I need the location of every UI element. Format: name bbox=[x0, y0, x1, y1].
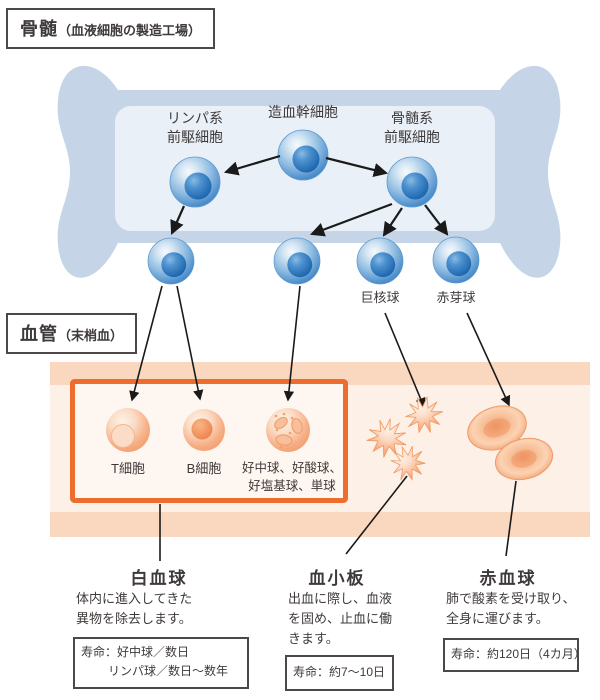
precursor-cell-1-icon bbox=[147, 237, 195, 285]
platelet-title: 血小板 bbox=[308, 569, 366, 588]
vessel-label-title: 血管 bbox=[20, 324, 58, 344]
rbc-description: 肺で酸素を受け取り、 全身に運びます。 bbox=[446, 591, 576, 626]
platelet-lifespan-box: 寿命：約7～10日 bbox=[285, 655, 394, 691]
wbc-title: 白血球 bbox=[130, 569, 188, 588]
bone-section-label: 骨髄（血液細胞の製造工場） bbox=[6, 8, 216, 49]
megakaryocyte-icon bbox=[356, 237, 404, 285]
stem-cell-label: 造血幹細胞 bbox=[268, 104, 338, 120]
megakaryocyte-label: 巨核球 bbox=[360, 290, 400, 305]
bone-label-title: 骨髄 bbox=[20, 19, 58, 39]
wbc-description: 体内に進入してきた 異物を除去します。 bbox=[76, 591, 193, 626]
legend-leader-lines bbox=[159, 475, 517, 561]
t-cell-icon bbox=[106, 408, 150, 452]
granulocytes-label: 好中球、好酸球、 好塩基球、単球 bbox=[241, 461, 342, 493]
platelet-description: 出血に際し、血液 を固め、止血に働 きます。 bbox=[288, 591, 393, 646]
myeloid-progenitor-icon bbox=[386, 156, 438, 208]
b-cell-icon bbox=[183, 409, 225, 451]
t-cell-label: T細胞 bbox=[111, 461, 145, 476]
wbc-lifespan-box: 寿命：好中球／数日 リンパ球／数日～数年 bbox=[73, 637, 249, 689]
release-arrows bbox=[129, 285, 511, 409]
precursor-cell-2-icon bbox=[273, 237, 321, 285]
b-cell-label: B細胞 bbox=[186, 461, 222, 476]
red-blood-cells-icon bbox=[467, 405, 554, 481]
rbc-title: 赤血球 bbox=[479, 569, 537, 588]
lymphoid-progenitor-label: リンパ系 前駆細胞 bbox=[167, 110, 223, 145]
vessel-label-sub: （末梢血） bbox=[58, 328, 124, 343]
erythroblast-icon bbox=[432, 236, 480, 284]
differentiation-arrows bbox=[170, 154, 449, 237]
lymphoid-progenitor-icon bbox=[169, 156, 221, 208]
myeloid-progenitor-label: 骨髄系 前駆細胞 bbox=[384, 110, 440, 145]
granulocyte-icon bbox=[266, 408, 310, 452]
vessel-section-label: 血管（末梢血） bbox=[6, 313, 138, 354]
rbc-lifespan-box: 寿命：約120日（4カ月） bbox=[443, 638, 586, 672]
erythroblast-label: 赤芽球 bbox=[436, 290, 476, 305]
bone-label-sub: （血液細胞の製造工場） bbox=[58, 23, 202, 38]
stem-cell-icon bbox=[277, 129, 329, 181]
